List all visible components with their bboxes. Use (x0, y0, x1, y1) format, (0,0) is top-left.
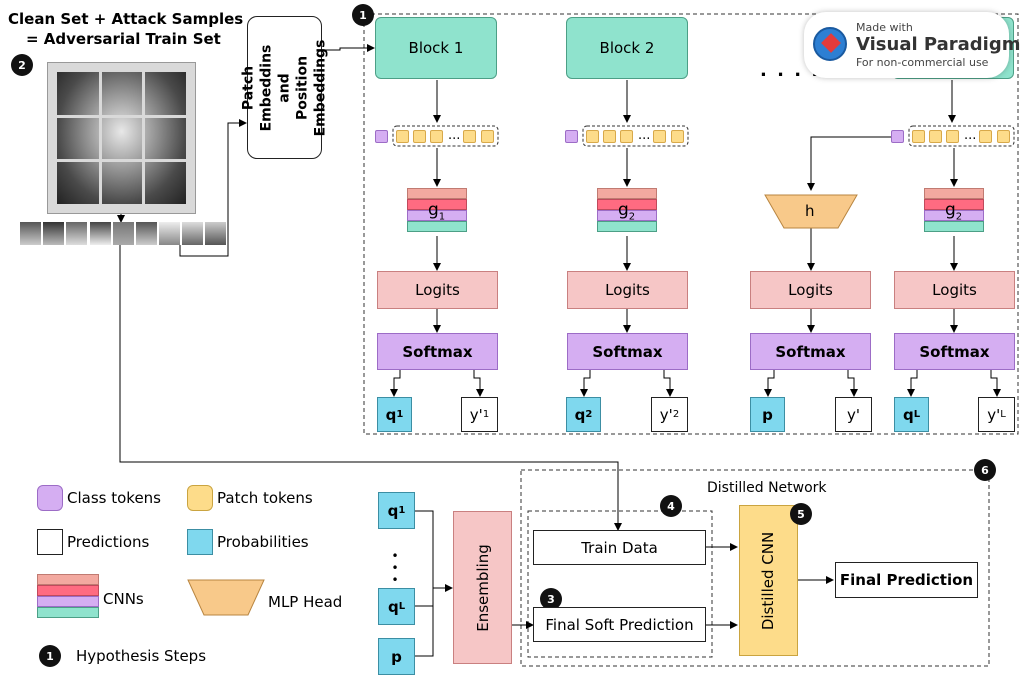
output-y1: y'1 (461, 397, 498, 432)
bottom-dots: • • • (391, 549, 399, 587)
output-yL: y'L (978, 397, 1015, 432)
xray-image (47, 62, 196, 214)
step-badge-1: 1 (352, 4, 374, 26)
legend-hypothesis: Hypothesis Steps (76, 647, 207, 665)
patch-token (653, 130, 666, 143)
patch-token (586, 130, 599, 143)
token-ellipsis: ... (964, 128, 977, 143)
patch-token (946, 130, 959, 143)
softmax-box: Softmax (567, 333, 688, 370)
token-ellipsis: ... (638, 128, 651, 143)
logits-box: Logits (894, 271, 1015, 309)
logits-box: Logits (567, 271, 688, 309)
legend-prediction-swatch (37, 529, 63, 555)
cnn-label-g2: g2 (618, 200, 636, 223)
final-soft-prediction-box: Final Soft Prediction (533, 607, 706, 642)
legend-mlp-head-shape (187, 579, 265, 616)
patch-strip (20, 222, 226, 245)
block-1: Block 1 (375, 17, 497, 79)
distilled-cnn-box: Distilled CNN (739, 505, 798, 656)
patch-token (929, 130, 942, 143)
patch-token (396, 130, 409, 143)
patch-token (671, 130, 684, 143)
watermark-sub: For non-commercial use (856, 56, 989, 69)
cnn-stack-g2-last: g2 (924, 188, 984, 235)
visual-paradigm-logo-icon (813, 27, 847, 61)
class-token (565, 130, 578, 143)
ensembling-box: Ensembling (453, 511, 512, 664)
softmax-box: Softmax (750, 333, 871, 370)
logits-box: Logits (750, 271, 871, 309)
train-data-box: Train Data (533, 530, 706, 565)
distilled-network-label: Distilled Network (707, 480, 827, 496)
step4-container (527, 510, 713, 658)
class-token (891, 130, 904, 143)
patch-token (620, 130, 633, 143)
legend-probability-swatch (187, 529, 213, 555)
distilled-network-container (520, 469, 990, 667)
output-p: p (750, 397, 785, 432)
step-badge-6: 6 (974, 459, 996, 481)
step-badge-4: 4 (660, 495, 682, 517)
watermark: Made with Visual Paradigm For non-commer… (804, 12, 1020, 78)
cnn-label-g1: g1 (428, 200, 446, 223)
step-badge-2: 2 (11, 54, 33, 76)
bottom-p: p (378, 638, 415, 675)
patch-token (463, 130, 476, 143)
logits-box: Logits (377, 271, 498, 309)
title-line1: Clean Set + Attack Samples (8, 10, 244, 28)
step-badge-5: 5 (790, 503, 812, 525)
step-badge-3: 3 (540, 588, 562, 610)
patch-token (603, 130, 616, 143)
distilled-cnn-label: Distilled CNN (759, 531, 778, 630)
cnn-stack-g2: g2 (597, 188, 657, 235)
legend-class-token-swatch (37, 485, 63, 511)
patch-token (912, 130, 925, 143)
patch-token (413, 130, 426, 143)
legend-patch-token-swatch (187, 485, 213, 511)
patch-embedding-label: Patch Embeddins and Position Embeddings (240, 39, 329, 136)
output-y: y' (835, 397, 872, 432)
watermark-brand: Visual Paradigm (856, 34, 1020, 55)
title-line2: = Adversarial Train Set (26, 30, 221, 48)
softmax-box: Softmax (894, 333, 1015, 370)
class-token (375, 130, 388, 143)
legend-cnn-swatch (37, 574, 99, 620)
ensembling-label: Ensembling (473, 543, 492, 632)
legend-hypothesis-badge: 1 (39, 645, 61, 667)
patch-token (430, 130, 443, 143)
legend-cnns: CNNs (103, 590, 144, 608)
legend-probabilities: Probabilities (217, 533, 309, 551)
watermark-made-with: Made with (856, 21, 913, 34)
patch-token (997, 130, 1010, 143)
token-ellipsis: ... (448, 128, 461, 143)
cnn-label-g2: g2 (945, 200, 963, 223)
final-prediction-box: Final Prediction (835, 562, 978, 598)
mlp-head-label: h (805, 202, 815, 220)
patch-token (481, 130, 494, 143)
patch-embedding-box: Patch Embeddins and Position Embeddings (241, 16, 329, 159)
mlp-head-shape (764, 194, 858, 229)
legend-predictions: Predictions (67, 533, 150, 551)
softmax-box: Softmax (377, 333, 498, 370)
legend-class-tokens: Class tokens (67, 489, 161, 507)
legend-patch-tokens: Patch tokens (217, 489, 313, 507)
block-2: Block 2 (566, 17, 688, 79)
patch-token (979, 130, 992, 143)
cnn-stack-g1: g1 (407, 188, 467, 235)
main-dashed-container (363, 13, 1019, 435)
output-y2: y'2 (651, 397, 688, 432)
legend-mlp-head: MLP Head (268, 593, 343, 611)
